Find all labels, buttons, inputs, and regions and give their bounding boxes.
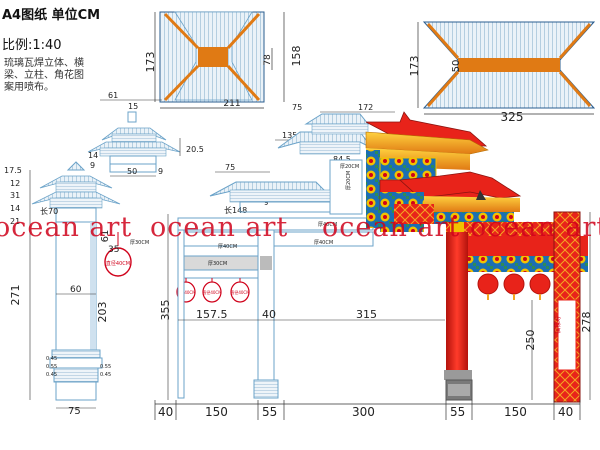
dim-mid-75b: 75	[292, 103, 302, 112]
colored-gate: 福禄寿 250 278	[365, 111, 593, 403]
dim-bottom-0: 40	[158, 405, 173, 419]
drawing-title: A4图纸 单位CM	[2, 8, 101, 23]
note-line: 梁、立柱、角花图	[4, 70, 84, 81]
dim-bottom-2: 55	[262, 405, 277, 419]
beam-thick-4: 厚30CM	[208, 261, 227, 267]
dim-pav-20-5: 20.5	[186, 145, 204, 154]
watermark: ocean art	[322, 212, 461, 243]
left-small-column: 75 17.5 12 31 14 21 271 203 61 60 长70 0.…	[4, 161, 149, 417]
dim-mid-172: 172	[358, 103, 373, 112]
top-view-right: 173 50 325	[408, 21, 596, 124]
dim-pav-61: 61	[108, 91, 118, 100]
dim-mid-len148: 长148	[224, 205, 247, 215]
dim-right-278: 278	[580, 312, 593, 333]
dim-bottom-4: 55	[450, 405, 465, 419]
dim-pav-14: 14	[88, 151, 98, 160]
svg-text:0.45: 0.45	[46, 372, 57, 378]
dim-mid-40: 40	[262, 308, 276, 321]
beam-thick-3: 厚40CM	[314, 240, 333, 246]
bottom-dimensions: 40 150 55 300 55 150 40	[154, 400, 581, 420]
svg-text:0.45: 0.45	[46, 356, 57, 362]
note-line: 琉璃瓦焊立体、横	[4, 58, 84, 69]
lantern-left-label: 直径40CM	[106, 260, 130, 267]
lantern-mid-label: 直径40CM	[202, 289, 222, 295]
dim-col-12: 12	[10, 179, 20, 188]
top-view-left: 173 78 158 211	[144, 11, 303, 109]
dim-mid-135: 135	[282, 131, 297, 140]
lantern-mid-label-2: 直径40CM	[230, 289, 250, 295]
dim-pav-15: 15	[128, 102, 138, 111]
dim-right-250: 250	[524, 330, 537, 351]
dim-pav-50a: 50	[127, 167, 137, 176]
beam-thick-1: 厚40CM	[318, 222, 337, 228]
svg-text:0.55: 0.55	[100, 364, 111, 370]
dim-col-31: 31	[10, 191, 20, 200]
dim-col-271: 271	[9, 285, 22, 306]
dim-mid-9: 9	[264, 199, 268, 207]
notes: 琉璃瓦焊立体、横 梁、立柱、角花图 案用喷布。	[4, 58, 84, 94]
watermark: ocean art	[0, 212, 133, 243]
svg-text:厚40CM: 厚40CM	[218, 244, 237, 250]
dim-bottom-3: 300	[352, 405, 375, 419]
beam-thick-left: 厚30CM	[130, 240, 149, 246]
dim-col-14: 14	[10, 204, 20, 213]
dim-mid-75: 75	[225, 163, 235, 172]
dim-top-left-inner: 78	[263, 54, 273, 66]
dim-top-right-width: 325	[501, 110, 524, 124]
dim-top-right-inner: 50	[451, 60, 462, 73]
dim-col-21: 21	[10, 217, 20, 226]
dim-lantern-35: 35	[108, 245, 119, 255]
dim-bottom-5: 150	[504, 405, 527, 419]
watermark: ocean art	[470, 212, 600, 243]
dim-col-60: 60	[70, 285, 82, 295]
dim-col-75: 75	[68, 406, 81, 417]
middle-gate-drawing: 75 135 75 172 84.5 143 长148 15 9 厚20CM 厚…	[159, 103, 445, 400]
dim-pav-9b: 9	[158, 167, 163, 176]
watermark: ocean art	[150, 212, 289, 243]
dim-bottom-1: 150	[205, 405, 228, 419]
dim-col-61: 61	[100, 230, 111, 243]
pillar-sign: 福禄寿	[554, 316, 562, 334]
red-lanterns	[477, 273, 551, 300]
dim-bottom-6: 40	[558, 405, 573, 419]
dim-col-17-5: 17.5	[4, 166, 22, 175]
svg-text:厚20CM: 厚20CM	[346, 171, 352, 190]
dim-mid-355: 355	[159, 300, 172, 321]
note-line: 案用喷布。	[4, 82, 54, 93]
svg-text:0.45: 0.45	[100, 372, 111, 378]
svg-text:直径40CM: 直径40CM	[176, 289, 196, 295]
svg-text:厚20CM: 厚20CM	[340, 164, 359, 170]
dim-pav-9: 9	[90, 161, 95, 170]
dim-mid-315: 315	[356, 308, 377, 321]
dim-mid-157-5: 157.5	[196, 308, 228, 321]
dim-col-203: 203	[96, 302, 109, 323]
side-pavilion: 61 15 20.5 14 9 50 9	[87, 91, 204, 177]
dim-top-left-side: 158	[290, 46, 303, 67]
dim-top-left-width: 211	[223, 99, 240, 109]
svg-text:0.55: 0.55	[46, 364, 57, 370]
dim-top-left-height: 173	[144, 52, 157, 73]
drawing-scale: 比例:1:40	[2, 38, 62, 53]
dim-col-len: 长70	[40, 206, 58, 216]
dim-top-right-height: 173	[408, 56, 421, 77]
